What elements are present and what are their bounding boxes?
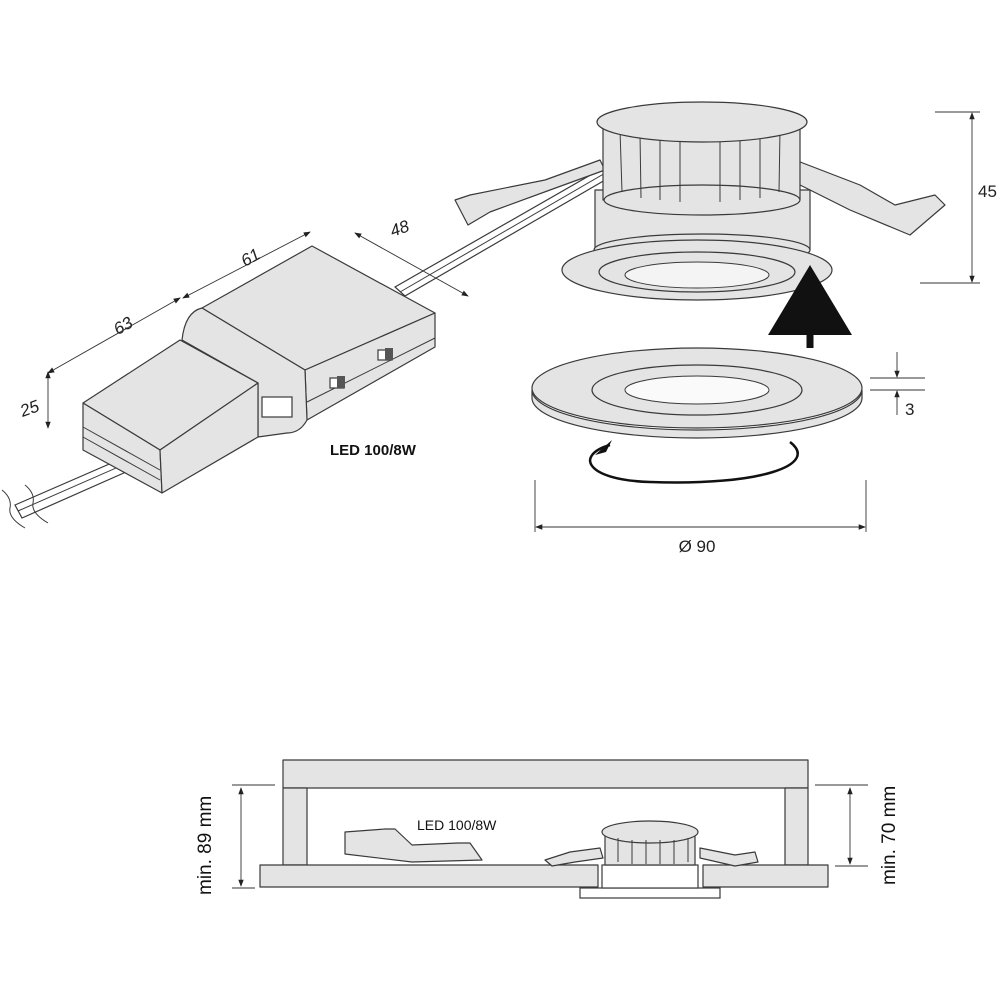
- dim-25: 25: [17, 396, 43, 421]
- dim-diameter-90: Ø 90: [679, 537, 716, 556]
- installation-section: LED 100/8W min. 89 mm min. 70 mm: [195, 759, 900, 899]
- ceiling-panel-right: [702, 864, 829, 888]
- dim-61: 61: [238, 245, 264, 271]
- luminaire-dimensions: 45 3 Ø 90: [534, 111, 997, 556]
- led-luminaire: [454, 101, 946, 301]
- trim-ring-installed: [579, 887, 721, 899]
- switch: [337, 376, 345, 388]
- dim-48: 48: [388, 216, 413, 241]
- trim-ring: [531, 347, 863, 439]
- rotation-arrowhead-icon: [595, 440, 612, 455]
- ceiling-joist: [282, 759, 809, 789]
- spring-clip-right: [789, 159, 946, 236]
- switch: [385, 348, 393, 360]
- ceiling-panel-left: [259, 864, 599, 888]
- installed-transformer-label: LED 100/8W: [417, 817, 497, 833]
- dim-45: 45: [978, 182, 997, 201]
- rotation-arrow-icon: [589, 441, 799, 484]
- transformer-installed: [344, 828, 483, 863]
- min-70mm-label: min. 70 mm: [879, 786, 900, 885]
- dim-3: 3: [905, 400, 914, 419]
- break-symbol: [1, 484, 49, 529]
- min-89mm-label: min. 89 mm: [195, 796, 216, 895]
- transformer-label: LED 100/8W: [330, 442, 417, 459]
